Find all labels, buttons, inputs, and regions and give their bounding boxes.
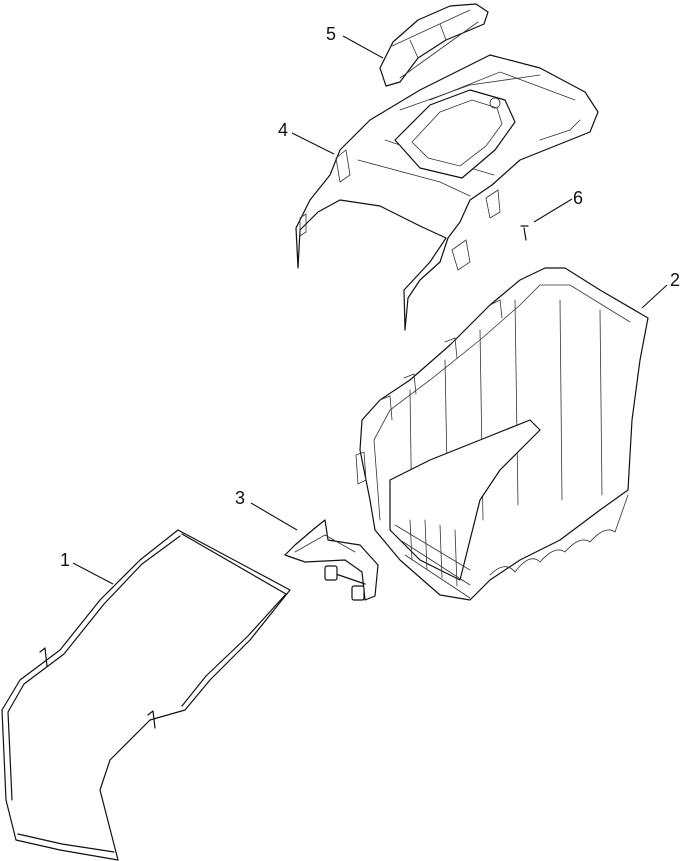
part-2-bag-basket [355,267,649,601]
callout-5: 5 [326,24,336,44]
callout-2: 2 [670,270,680,290]
part-6-screw [520,225,529,241]
leader-1 [72,562,114,585]
callout-4: 4 [278,120,288,140]
leader-5 [342,35,384,59]
leader-3 [250,502,298,531]
leader-4 [291,132,335,155]
leader-6 [533,198,573,223]
callout-3: 3 [235,488,245,508]
part-3-flap [284,519,379,601]
part-4-bag-cover [295,54,599,331]
callout-1: 1 [60,550,70,570]
callout-6: 6 [573,188,583,208]
callout-labels: 1 2 3 4 5 6 [60,24,680,570]
part-1-wire-frame [1,529,291,861]
leader-lines [72,35,668,585]
leader-2 [641,284,668,309]
part-5-handle-grip [379,3,489,87]
